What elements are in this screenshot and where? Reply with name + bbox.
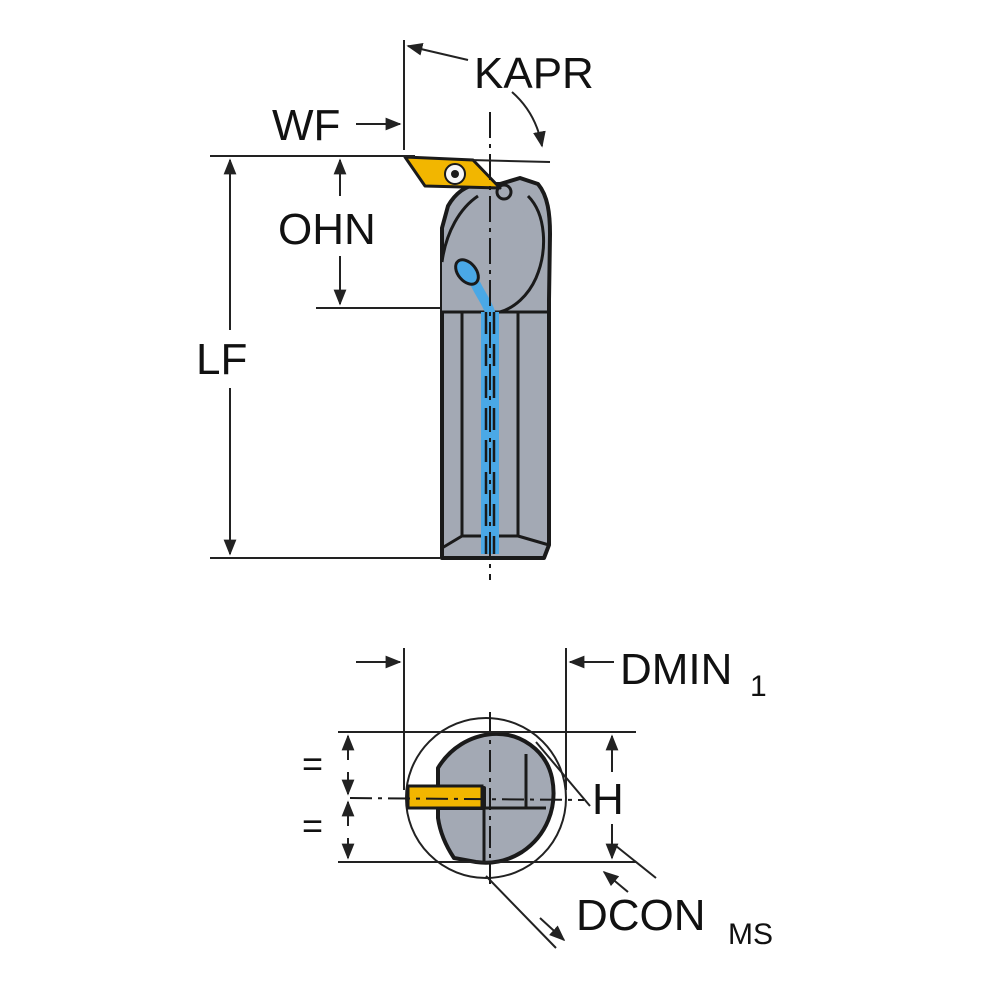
ohn-label: OHN bbox=[278, 205, 376, 254]
equal-top-label: = bbox=[302, 743, 323, 784]
kapr-arrow-left bbox=[406, 43, 469, 61]
wf-label: WF bbox=[272, 101, 340, 150]
bottom-chamfer-left bbox=[441, 534, 463, 550]
kapr-extension bbox=[469, 159, 551, 163]
dcon-label: DCON bbox=[576, 891, 706, 940]
head-flank bbox=[499, 194, 546, 314]
dcon-diameter-line bbox=[485, 875, 557, 949]
dcon-arrow-lower bbox=[539, 917, 566, 942]
kapr-label: KAPR bbox=[474, 49, 594, 98]
dmin-subscript: 1 bbox=[750, 670, 767, 703]
end-view: DMIN 1 H = = DCON MS bbox=[302, 645, 773, 951]
dcon-subscript: MS bbox=[728, 918, 773, 951]
insert-end-icon bbox=[406, 784, 484, 810]
dmin-label: DMIN bbox=[620, 645, 732, 694]
lf-label: LF bbox=[196, 335, 247, 384]
coolant-outlet-icon bbox=[454, 258, 480, 286]
dcon-tangent-line bbox=[535, 741, 591, 807]
screw-hole-icon bbox=[495, 183, 513, 201]
dcon-tangent-line-lower bbox=[615, 845, 657, 879]
dcon-arrow-upper bbox=[602, 870, 629, 893]
end-horizontal-centerline bbox=[349, 797, 585, 801]
equal-bottom-label: = bbox=[302, 805, 323, 846]
h-label: H bbox=[592, 775, 624, 824]
head-contour bbox=[440, 194, 479, 263]
bottom-chamfer-right bbox=[517, 534, 550, 547]
kapr-arc bbox=[511, 91, 546, 148]
side-view: WF KAPR OHN LF bbox=[196, 40, 594, 580]
